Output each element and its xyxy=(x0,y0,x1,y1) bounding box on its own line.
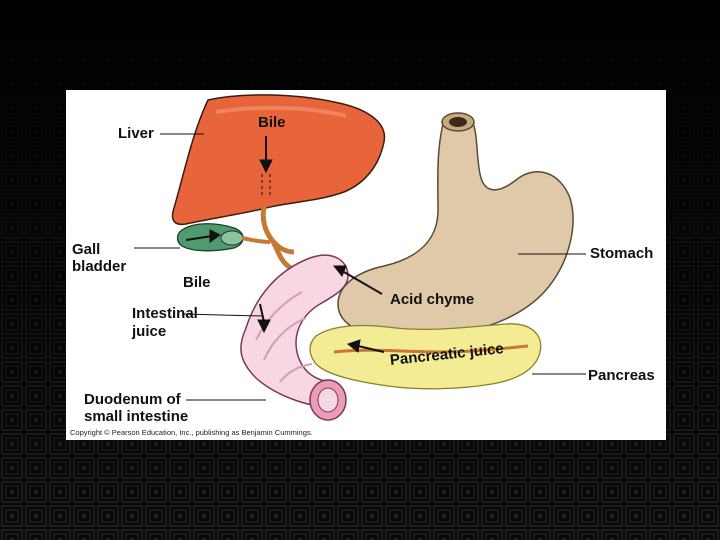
liver-shape xyxy=(171,94,386,226)
label-acid-chyme: Acid chyme xyxy=(390,291,475,308)
duodenum-shape xyxy=(240,254,349,409)
label-gall-bladder-line2: bladder xyxy=(72,258,127,275)
label-liver: Liver xyxy=(118,125,154,142)
bile-duct xyxy=(260,205,295,255)
digestive-organs-illustration xyxy=(134,94,586,421)
label-intestinal-juice-line2: juice xyxy=(132,323,167,340)
label-duodenum-line2: small intestine xyxy=(84,408,189,425)
copyright-notice: Copyright © Pearson Education, Inc., pub… xyxy=(70,428,313,437)
label-gall-bladder-line1: Gall xyxy=(72,241,101,258)
label-intestinal-juice-line1: Intestinal xyxy=(132,305,198,322)
label-bile-top: Bile xyxy=(258,114,286,131)
label-stomach: Stomach xyxy=(590,245,654,262)
digestive-diagram-panel: Liver Bile Gall bladder Bile Intestinal … xyxy=(66,90,666,440)
label-bile-bottom: Bile xyxy=(183,274,211,291)
pancreas-shape xyxy=(309,323,542,390)
label-duodenum-line1: Duodenum of xyxy=(84,391,181,408)
label-pancreas: Pancreas xyxy=(588,367,655,384)
